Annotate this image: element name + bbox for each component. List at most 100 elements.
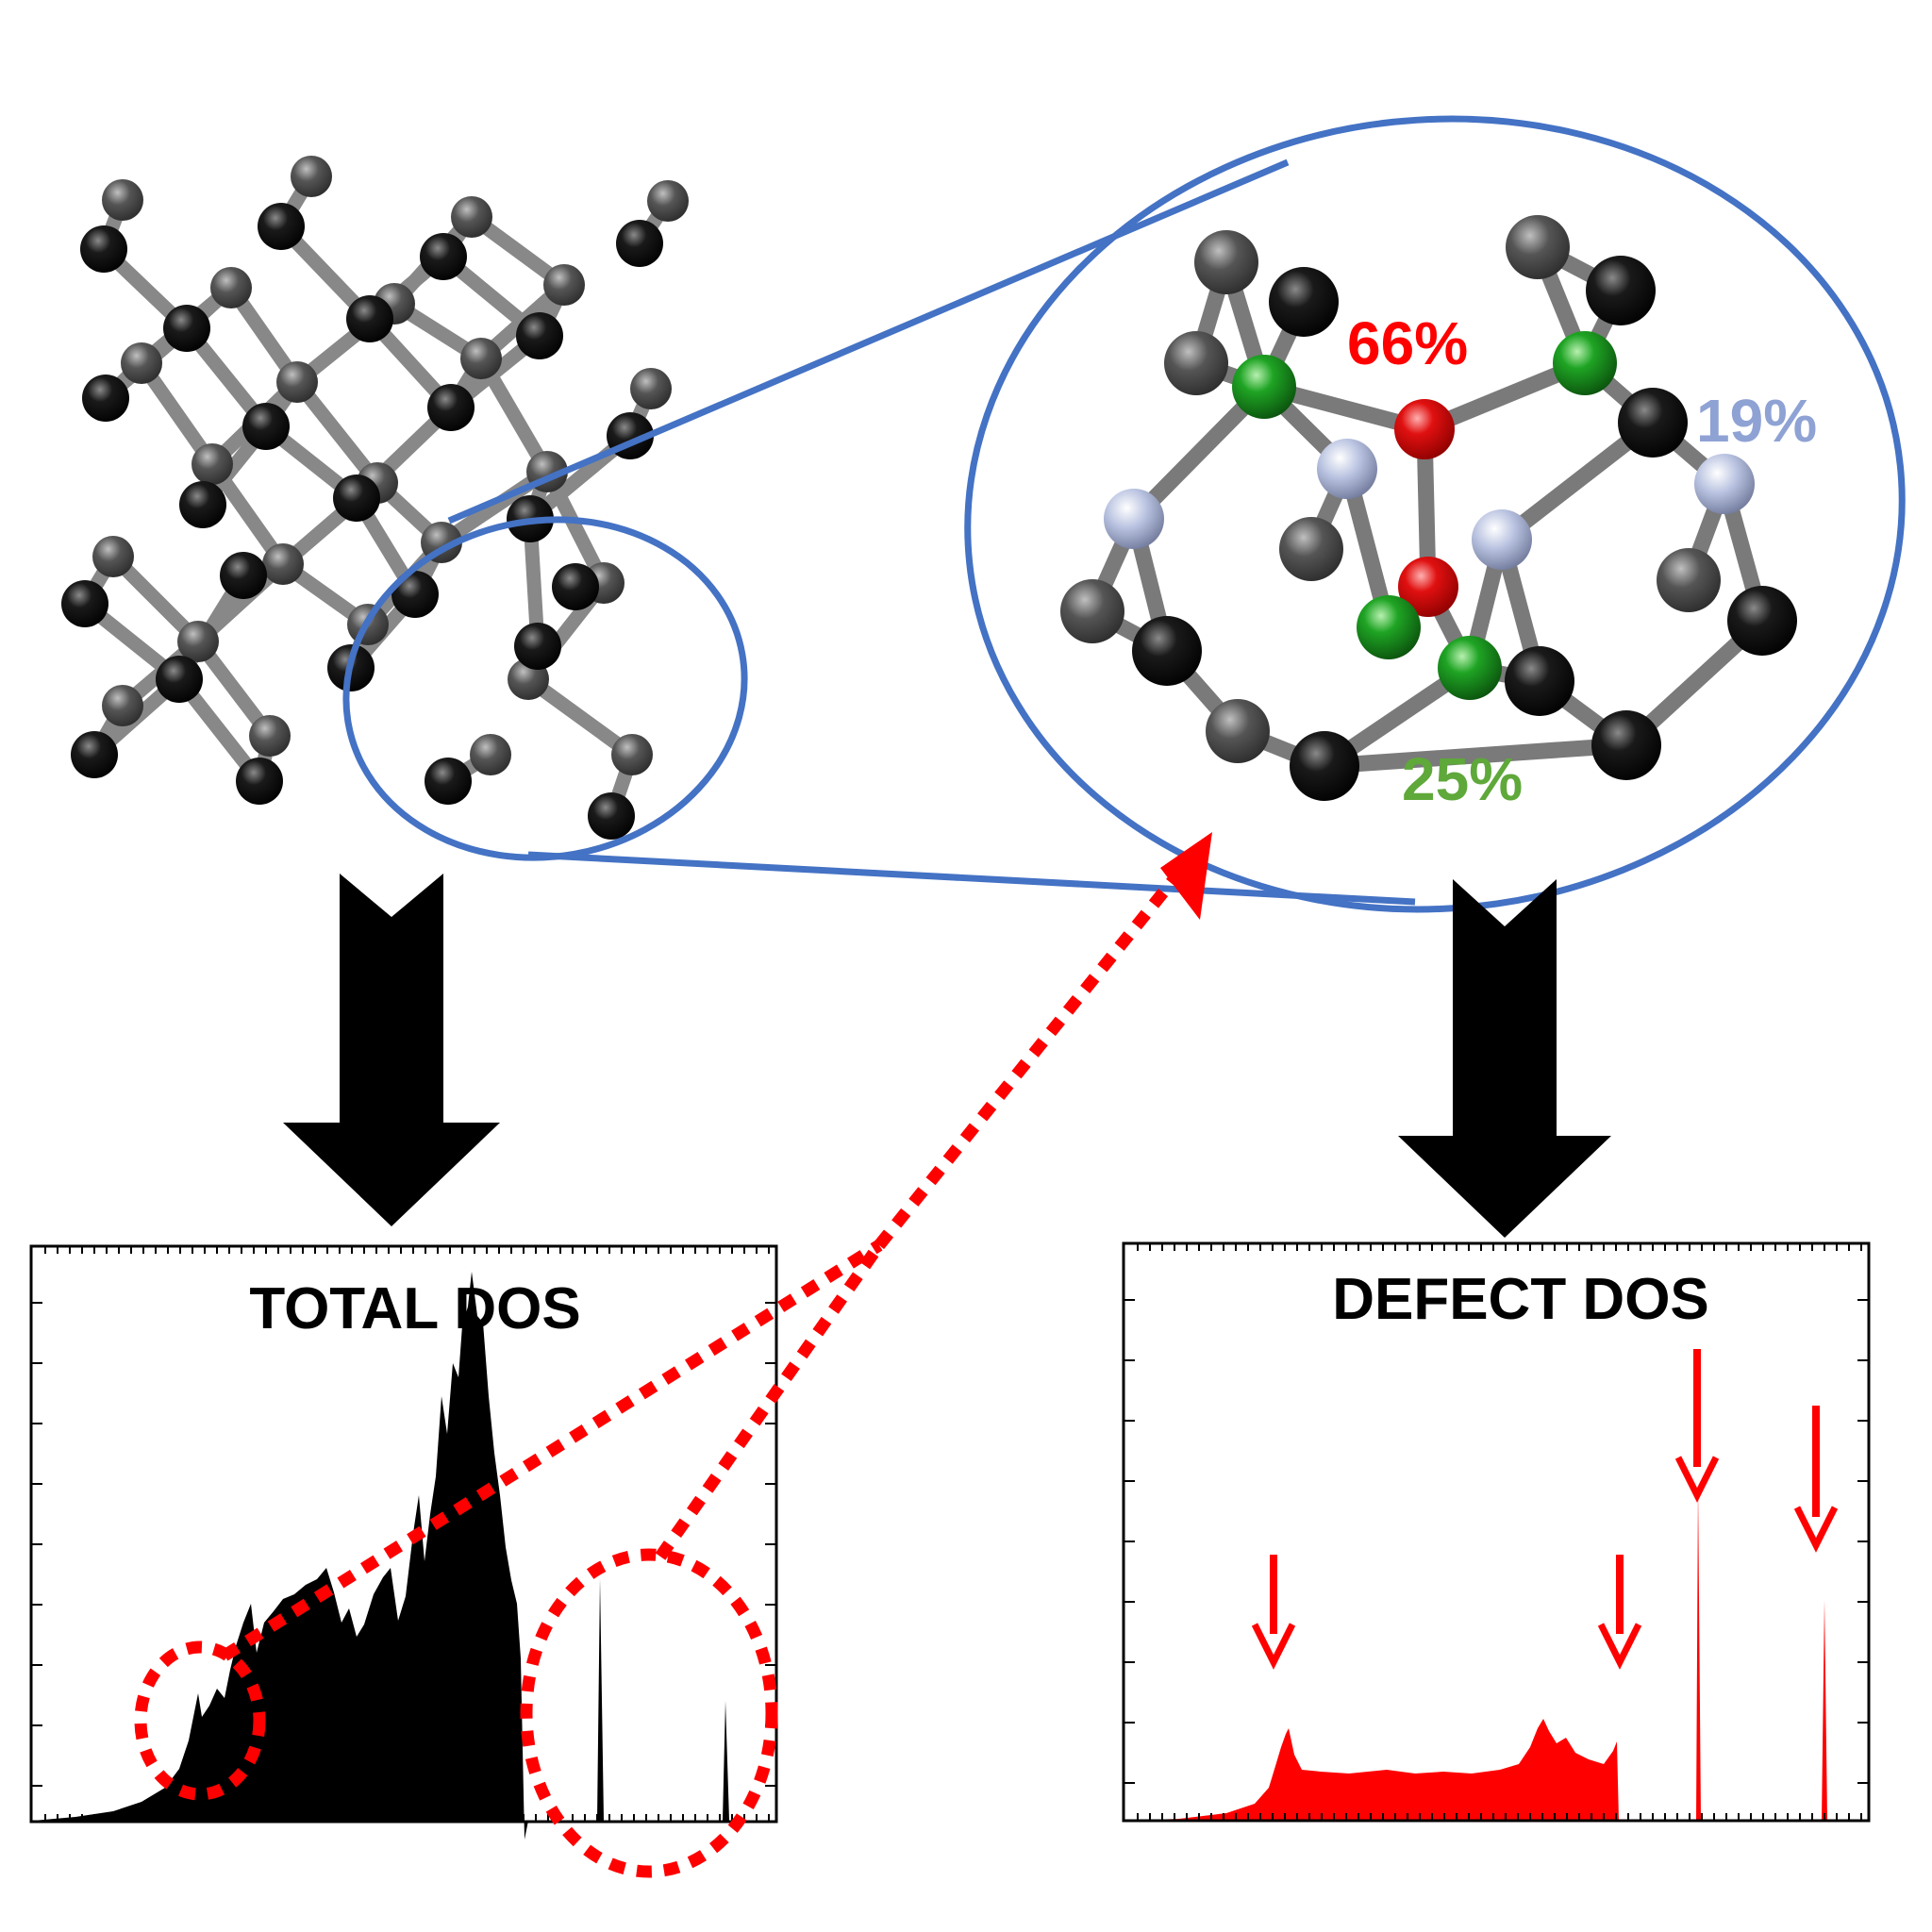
defect-dos-title: DEFECT DOS: [1332, 1267, 1709, 1332]
atom-black: [61, 580, 108, 627]
atom-black: [588, 792, 635, 840]
percent-label-green: 25%: [1402, 745, 1523, 813]
atom-gray: [1194, 230, 1258, 294]
total-dos-title: TOTAL DOS: [249, 1276, 580, 1341]
atom-black: [220, 552, 267, 599]
zoom-line-top: [447, 158, 1290, 525]
atom-gray: [102, 179, 143, 221]
bond: [540, 464, 611, 591]
dotted-arrowhead-icon: [1160, 832, 1212, 920]
total-dos-curve: [33, 1272, 734, 1840]
atom-lightblue: [1694, 454, 1755, 514]
atom-gray: [630, 368, 672, 409]
atom-gray: [249, 715, 291, 757]
atom-gray: [1164, 331, 1228, 395]
atom-green: [1232, 355, 1296, 419]
bond: [474, 351, 555, 479]
atom-red: [1398, 557, 1458, 617]
atom-black: [242, 403, 290, 450]
percent-label-lightblue: 19%: [1696, 387, 1817, 455]
atom-gray: [291, 156, 332, 197]
atom-black: [80, 225, 127, 273]
atom-gray: [1206, 699, 1270, 763]
atom-lightblue: [1472, 509, 1532, 570]
atom-green: [1553, 331, 1617, 395]
atom-gray: [177, 621, 219, 662]
atom-black: [425, 758, 472, 805]
atom-gray: [611, 734, 653, 775]
atom-gray: [543, 264, 585, 306]
atom-black: [1618, 388, 1688, 458]
atom-gray: [102, 685, 143, 726]
atom-gray: [1506, 215, 1570, 279]
red-down-arrow-icon: [1251, 1555, 1296, 1670]
atom-gray: [210, 267, 252, 308]
atom-gray: [460, 338, 502, 379]
peak-marker-arrows: [1251, 1349, 1839, 1670]
atom-gray: [647, 180, 689, 222]
dotted-line-1: [221, 1240, 883, 1661]
defect-dos-curve: [1124, 1485, 1830, 1821]
dotted-line-3: [874, 868, 1185, 1250]
atom-black: [1586, 256, 1656, 325]
atom-black: [163, 305, 210, 352]
atom-black: [1505, 646, 1574, 716]
dotted-line-2: [655, 1241, 885, 1560]
atom-lightblue: [1317, 439, 1377, 499]
down-arrow-icon: [283, 874, 500, 1226]
atom-black: [346, 295, 393, 342]
atom-black: [1727, 586, 1797, 656]
atom-black: [1591, 710, 1661, 780]
defect-dos-ticks: [1124, 1243, 1869, 1821]
atom-gray: [262, 543, 304, 585]
atom-black: [420, 233, 467, 280]
total-dos-frame: [29, 1244, 778, 1824]
red-down-arrow-icon: [1674, 1349, 1720, 1503]
atom-green: [1357, 595, 1421, 659]
bond: [290, 375, 385, 491]
atom-lightblue: [1104, 489, 1164, 549]
atom-black: [179, 481, 226, 528]
atom-black: [516, 312, 563, 359]
zoom-line-bottom: [527, 851, 1416, 906]
total-dos-panel: TOTAL DOS: [29, 1244, 778, 1840]
atom-black: [156, 656, 203, 703]
atom-black: [258, 203, 305, 250]
atom-red: [1394, 399, 1455, 459]
atom-gray: [192, 443, 233, 485]
red-down-arrow-icon: [1597, 1555, 1642, 1670]
total-dos-ticks: [31, 1246, 776, 1822]
atom-gray: [1657, 548, 1721, 612]
bond: [521, 672, 640, 762]
atom-black: [1132, 616, 1202, 686]
atom-black: [333, 475, 380, 522]
atom-black: [1269, 267, 1339, 337]
down-arrow-icon: [1398, 879, 1611, 1238]
atom-black: [616, 220, 663, 267]
atom-black: [1290, 731, 1359, 801]
atom-black: [514, 623, 561, 670]
atom-gray: [276, 361, 318, 403]
defect-dos-frame: [1122, 1241, 1871, 1823]
atom-black: [552, 563, 599, 610]
atom-black: [82, 375, 129, 422]
red-down-arrow-icon: [1793, 1406, 1839, 1553]
atom-black: [391, 571, 439, 618]
atom-black: [71, 731, 118, 778]
atom-gray: [92, 536, 134, 577]
bond: [1316, 737, 1635, 774]
atom-gray: [1060, 579, 1124, 643]
atom-gray: [470, 734, 511, 775]
dotted-circle-large: [520, 1548, 778, 1878]
crystal-structure: [61, 156, 689, 840]
atom-black: [427, 384, 475, 431]
percent-label-red: 66%: [1347, 309, 1468, 377]
atom-black: [236, 758, 283, 805]
defect-dos-panel: DEFECT DOS: [1122, 1241, 1871, 1823]
defect-structure: [1060, 215, 1797, 801]
atom-green: [1438, 636, 1502, 700]
dotted-circle-small: [134, 1641, 266, 1801]
dotted-annotations: [134, 868, 1185, 1878]
atom-gray: [451, 196, 492, 238]
